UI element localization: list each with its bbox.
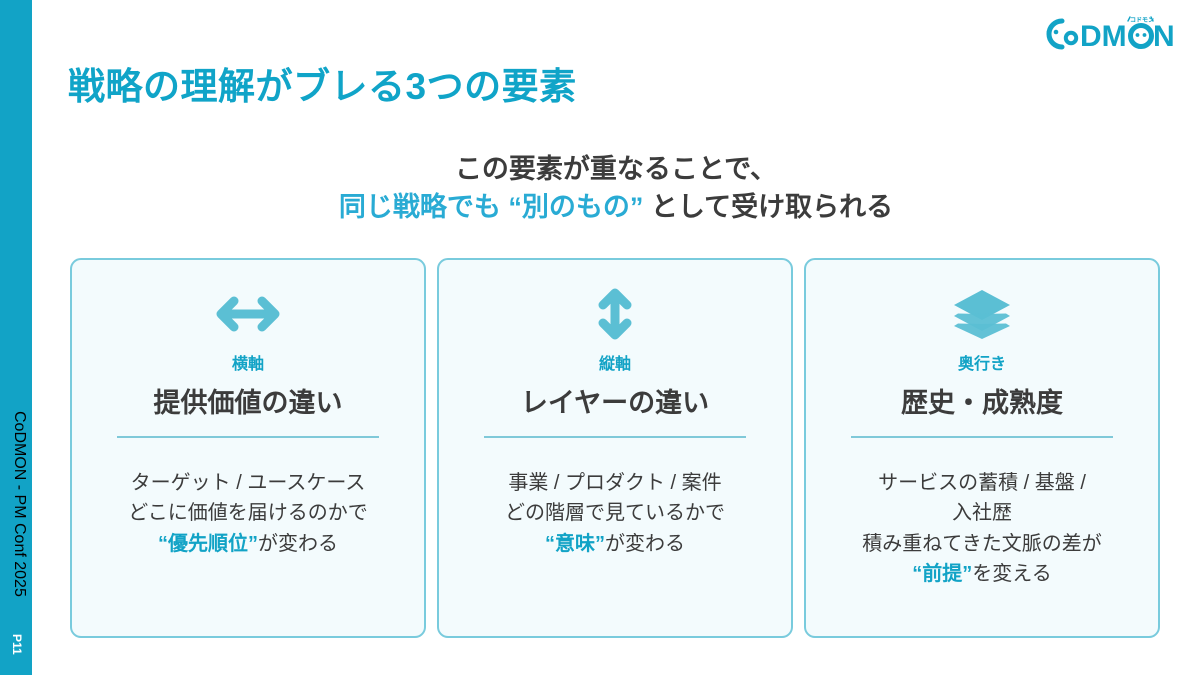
card-body: サービスの蓄積 / 基盤 / 入社歴 積み重ねてきた文脈の差が “前提”を変える	[862, 468, 1101, 590]
card-vertical-axis[interactable]: 縦軸 レイヤーの違い 事業 / プロダクト / 案件 どの階層で見ているかで “…	[437, 258, 793, 638]
card-body-highlight-suffix: を変える	[972, 563, 1052, 586]
card-title: レイヤーの違い	[520, 388, 710, 418]
page-title: 戦略の理解がブレる3つの要素	[68, 66, 577, 107]
card-divider	[116, 436, 380, 438]
codmon-logo-mark: DM N コドモン	[1046, 16, 1175, 53]
card-body-line: サービスの蓄積 / 基盤 /	[878, 472, 1086, 494]
card-depth[interactable]: 奥行き 歴史・成熟度 サービスの蓄積 / 基盤 / 入社歴 積み重ねてきた文脈の…	[804, 258, 1160, 638]
codmon-logo: DM N コドモン	[1038, 14, 1178, 54]
subtitle-line-2: 同じ戦略でも “別のもの” として受け取られる	[32, 188, 1200, 226]
svg-text:DM: DM	[1080, 20, 1127, 53]
card-body-highlight-suffix: が変わる	[605, 532, 685, 555]
card-horizontal-axis[interactable]: 横軸 提供価値の違い ターゲット / ユースケース どこに価値を届けるのかで “…	[70, 258, 426, 638]
subtitle-highlight: 同じ戦略でも “別のもの”	[338, 192, 644, 223]
card-body-highlight: “前提”	[912, 563, 973, 586]
card-body-line: ターゲット / ユースケース	[130, 472, 366, 494]
card-body-line: 積み重ねてきた文脈の差が	[862, 532, 1102, 555]
card-body-line: “前提”を変える	[862, 559, 1101, 589]
card-body-line: “優先順位”が変わる	[128, 529, 367, 559]
card-divider	[850, 436, 1114, 438]
card-title: 歴史・成熟度	[901, 388, 1063, 418]
sidebar-conference-label: CoDMON - PM Conf 2025	[11, 411, 28, 597]
card-body-line: 入社歴	[952, 502, 1012, 525]
card-kicker: 縦軸	[598, 356, 631, 373]
card-body-line: 事業 / プロダクト / 案件	[508, 472, 722, 494]
card-body-highlight: “意味”	[545, 532, 605, 555]
subtitle-line-1: この要素が重なることで、	[454, 154, 778, 184]
card-row: 横軸 提供価値の違い ターゲット / ユースケース どこに価値を届けるのかで “…	[70, 258, 1160, 638]
vertical-double-arrow-icon	[594, 286, 636, 342]
card-body-line: どこに価値を届けるのかで	[128, 502, 368, 525]
card-body-line: “意味”が変わる	[505, 529, 725, 559]
sidebar-page-number: P11	[10, 634, 24, 655]
card-kicker: 横軸	[231, 356, 264, 373]
card-kicker: 奥行き	[957, 356, 1006, 373]
subtitle-rest: として受け取られる	[643, 192, 894, 223]
codmon-logo-furigana: コドモン	[1130, 17, 1154, 24]
layers-stack-icon	[950, 286, 1014, 342]
card-body-line: どの階層で見ているかで	[505, 502, 725, 525]
sidebar-accent-bar: CoDMON - PM Conf 2025 P11	[0, 0, 32, 675]
card-body-highlight: “優先順位”	[158, 532, 258, 555]
card-body: ターゲット / ユースケース どこに価値を届けるのかで “優先順位”が変わる	[128, 468, 367, 559]
card-title: 提供価値の違い	[153, 388, 343, 418]
horizontal-double-arrow-icon	[212, 286, 284, 342]
card-body: 事業 / プロダクト / 案件 どの階層で見ているかで “意味”が変わる	[505, 468, 725, 559]
subtitle-block: この要素が重なることで、 同じ戦略でも “別のもの” として受け取られる	[32, 150, 1200, 227]
card-divider	[483, 436, 747, 438]
svg-text:N: N	[1153, 20, 1175, 53]
card-body-highlight-suffix: が変わる	[258, 532, 338, 555]
